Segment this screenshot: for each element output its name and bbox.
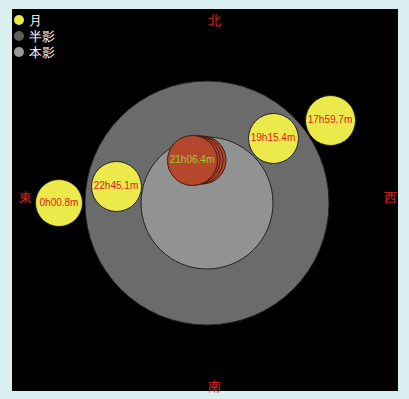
direction-label: 北 [208, 14, 221, 27]
moon-position: 22h45.1m [91, 161, 142, 212]
moon-circle [167, 135, 217, 185]
legend-text: 半影 [29, 30, 55, 43]
time-label: 21h06.4m [170, 155, 214, 165]
legend-row: 本影 [14, 44, 55, 60]
moon-circle [91, 161, 141, 211]
direction-label: 東 [19, 191, 32, 204]
penumbra [85, 81, 329, 325]
legend-swatch [14, 15, 24, 25]
time-label: 0h00.8m [40, 198, 79, 208]
time-label: 22h45.1m [94, 181, 138, 191]
direction-label: 南 [208, 380, 221, 393]
legend-swatch [14, 31, 24, 41]
legend-row: 月 [14, 12, 55, 28]
legend-text: 本影 [29, 46, 55, 59]
legend-swatch [14, 47, 24, 57]
time-label: 17h59.7m [308, 115, 352, 125]
moon-position: 17h59.7m [305, 95, 356, 146]
time-label: 19h15.4m [251, 133, 295, 143]
moon-circle [305, 95, 355, 145]
sky-background [12, 9, 398, 391]
moon-circle [36, 180, 83, 227]
moon-position: 0h00.8m [35, 179, 83, 227]
legend-text: 月 [29, 14, 42, 27]
legend-row: 半影 [14, 28, 55, 44]
umbra [141, 137, 273, 269]
moon-circle [248, 113, 298, 163]
moon-position: 19h15.4m [248, 113, 299, 164]
moon-position: 21h06.4m [167, 135, 218, 186]
legend: 月半影本影 [14, 12, 55, 60]
direction-label: 西 [384, 191, 397, 204]
